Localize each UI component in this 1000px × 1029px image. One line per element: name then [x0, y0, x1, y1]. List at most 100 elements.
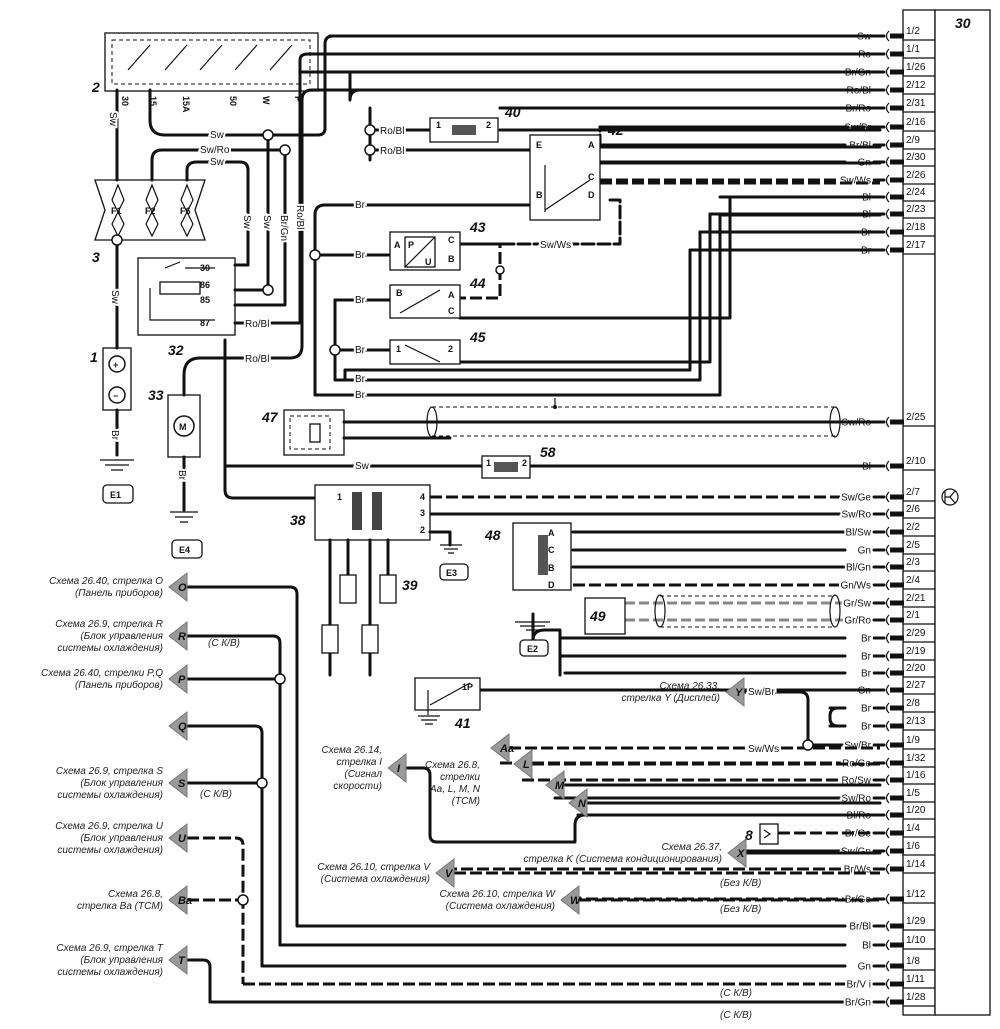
- wire-label: Br/Bl: [849, 922, 871, 933]
- connector-pin: [890, 511, 904, 517]
- connector-socket: [885, 508, 890, 520]
- wire-label: Sw: [241, 215, 252, 230]
- wire-label: Sw/Ro: [200, 145, 230, 156]
- component-number: 8: [745, 827, 753, 843]
- pin-number: 2/5: [906, 540, 920, 551]
- arrow-reference: Схема 26.8,: [108, 889, 163, 900]
- arrow-letter: O: [178, 582, 187, 594]
- relay: 32 30 86 85 87: [137, 257, 236, 358]
- wire-label: Ro/Bl: [245, 354, 269, 365]
- wire: [828, 706, 847, 728]
- arrow-letter: N: [578, 798, 587, 810]
- connector-arrow-l: L: [513, 748, 533, 780]
- component-number: 40: [504, 104, 521, 120]
- arrow-reference: (Блок управления: [80, 631, 163, 642]
- connector-pin: [890, 51, 904, 57]
- arrow-reference: Схема 26.14,: [321, 745, 382, 756]
- note: (Без К/В): [720, 878, 761, 889]
- arrow-icon: [387, 752, 407, 784]
- note: (С К/В): [720, 988, 752, 999]
- wire-label: Gr/Ro: [844, 616, 871, 627]
- wire-label: Br: [355, 390, 366, 401]
- component-48: 48 A C B D: [484, 522, 572, 591]
- connector-pin: [890, 159, 904, 165]
- connector-socket: [885, 739, 890, 751]
- ignition-terminal: 30: [120, 96, 130, 106]
- pin-label: 1: [486, 458, 491, 468]
- component-41: 1P 41: [414, 677, 481, 731]
- component-44: 44 B A C: [389, 275, 486, 319]
- wire-label: Br: [861, 722, 872, 733]
- connector-arrow-q: Q: [168, 710, 188, 742]
- arrow-icon: [568, 787, 588, 819]
- connector-socket: [885, 191, 890, 203]
- wire-label: Br: [355, 295, 366, 306]
- pin-number: 2/19: [906, 646, 926, 657]
- connector-socket: [885, 720, 890, 732]
- minus-sign: −: [113, 391, 118, 401]
- pin-label: 2: [448, 344, 453, 354]
- wire-label: Gn: [858, 962, 871, 973]
- arrow-reference: стрелка I: [337, 757, 383, 768]
- arrow-letter: Ba: [178, 895, 192, 907]
- arrow-reference: системы охлаждения): [57, 643, 163, 654]
- arrow-letter: Q: [178, 721, 187, 733]
- arrow-letter: R: [178, 631, 186, 643]
- pin-number: 1/20: [906, 805, 926, 816]
- connector-socket: [885, 792, 890, 804]
- pin-number: 2/30: [906, 152, 926, 163]
- connector-pin: [890, 705, 904, 711]
- pin-number: 2/16: [906, 117, 926, 128]
- wire-label: Br/Gn: [278, 215, 289, 241]
- fuse-box-number: 3: [92, 249, 100, 265]
- pin-number: 1/1: [906, 44, 920, 55]
- arrow-reference: Схема 26.40, стрелка O: [49, 576, 163, 587]
- ignition-terminal: 15A: [181, 96, 191, 113]
- pin-label: A: [448, 290, 455, 300]
- wire: [187, 836, 245, 984]
- pin-label: B: [536, 190, 543, 200]
- wire: [185, 634, 282, 947]
- wire-label: Sw/Br: [844, 741, 871, 752]
- arrow-reference: Схема 26.33,: [659, 681, 720, 692]
- ground-e4: E4: [179, 545, 190, 555]
- ground-icon: [515, 621, 550, 631]
- ignition-switch-number: 2: [91, 79, 100, 95]
- connector-pin: [890, 124, 904, 130]
- arrow-icon: [168, 663, 188, 695]
- pin-number: 1/8: [906, 956, 920, 967]
- note: (С К/В): [200, 789, 232, 800]
- connector-socket: [885, 960, 890, 972]
- connector-socket: [885, 650, 890, 662]
- connector-pin: [890, 670, 904, 676]
- arrow-reference: (Блок управления: [80, 955, 163, 966]
- pin-number: 1/14: [906, 859, 926, 870]
- motor-symbol: M: [179, 422, 187, 432]
- arrow-reference: скорости): [333, 781, 382, 792]
- wire-label: Sw/Ws: [840, 176, 871, 187]
- pin-label: B: [448, 254, 455, 264]
- pin-number: 2/9: [906, 135, 920, 146]
- connector-socket: [885, 102, 890, 114]
- connector-socket: [885, 84, 890, 96]
- connector-pin: [890, 742, 904, 748]
- wire-label: Sw: [109, 290, 120, 305]
- connector-pin: [890, 923, 904, 929]
- fuse-label: F6: [180, 206, 191, 216]
- pin-number: 2/27: [906, 680, 926, 691]
- pin-number: 2/8: [906, 698, 920, 709]
- connector-socket: [885, 579, 890, 591]
